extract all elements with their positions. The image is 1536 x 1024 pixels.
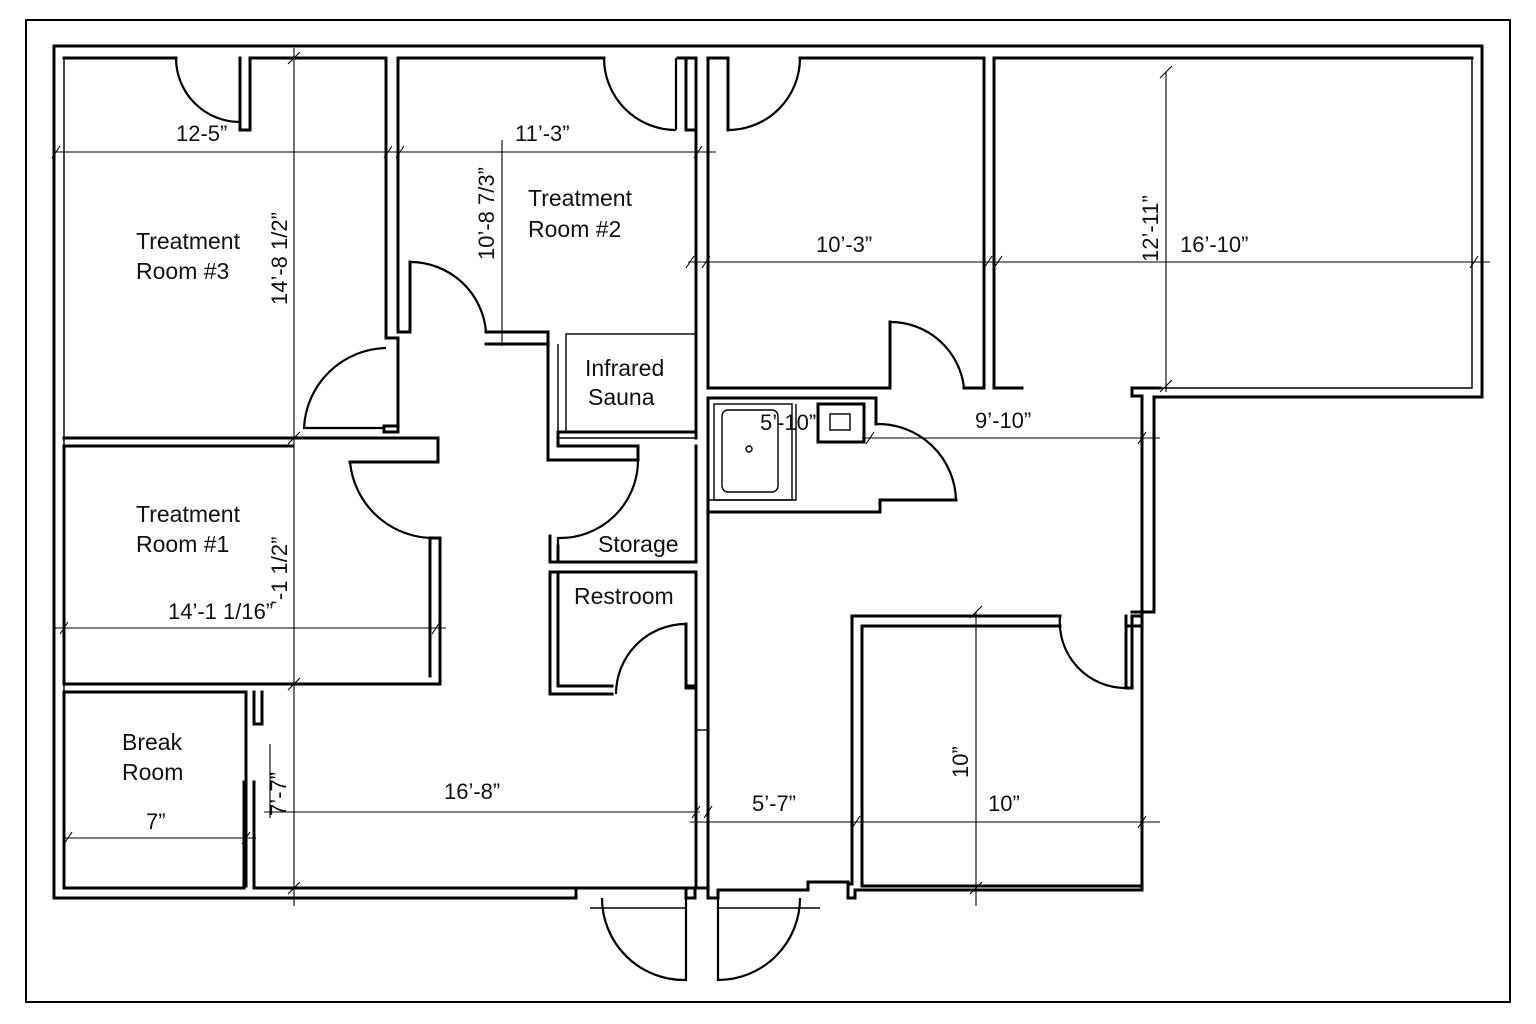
corridor-walls [694, 510, 710, 890]
room-north-east-walls [992, 45, 1474, 390]
dim-south-east-width: 10” [988, 791, 1020, 816]
dim-lobby-width: 16’-8” [444, 779, 500, 804]
dim-reception-width: 9’-10” [975, 408, 1031, 433]
dim-north-center-width: 10’-3” [816, 232, 872, 257]
room-break-walls [62, 690, 578, 890]
label-storage: Storage [598, 531, 679, 557]
dim-treatment-3-width: 12-5” [176, 121, 227, 146]
room-treatment-3-walls [62, 56, 440, 464]
room-north-center-walls [706, 56, 986, 390]
door-swings [174, 57, 1127, 982]
dim-treatment-3-height: 14’-8 1/2” [267, 212, 292, 305]
dim-treatment-1-height: ’-1 1/2” [267, 537, 292, 605]
dim-break-room-height: 7’-7” [266, 772, 291, 816]
room-treatment-1-walls [62, 444, 442, 888]
dimension-ticks [51, 51, 1479, 895]
room-storage-restroom-walls [548, 444, 698, 732]
label-break-room-line1: Break [122, 729, 183, 755]
dim-break-room-width: 7” [146, 809, 166, 834]
label-infrared-sauna-line2: Sauna [588, 384, 655, 410]
dim-entry-width: 5’-7” [752, 791, 796, 816]
dim-treatment-2-height: 10’-8 7/3” [474, 167, 499, 260]
dim-treatment-1-width: 14’-1 1/16” [168, 599, 273, 624]
sheet-border [25, 19, 1511, 1003]
room-labels: Treatment Room #3 Treatment Room #2 Trea… [122, 185, 679, 785]
dim-treatment-2-width: 11’-3” [515, 121, 570, 146]
label-treatment-room-1-line2: Room #1 [136, 531, 229, 557]
label-treatment-room-2-line1: Treatment [528, 185, 633, 211]
label-infrared-sauna-line1: Infrared [585, 355, 664, 381]
label-treatment-room-1-line1: Treatment [136, 501, 241, 527]
room-kitchenette [706, 396, 958, 514]
dim-kitchenette-width: 5’-10” [760, 410, 816, 435]
dim-north-east-width: 16’-10” [1180, 232, 1248, 257]
label-treatment-room-3-line2: Room #3 [136, 258, 229, 284]
room-south-east-walls [846, 386, 1144, 888]
dimension-lines [54, 48, 1490, 906]
label-treatment-room-2-line2: Room #2 [528, 216, 621, 242]
dimension-labels: 12-5” 14’-8 1/2” 11’-3” 10’-8 7/3” 10’-3… [146, 121, 1248, 834]
label-treatment-room-3-line1: Treatment [136, 228, 241, 254]
dim-south-east-height: 10” [948, 746, 973, 778]
dim-north-east-height: 12’-11” [1138, 195, 1163, 262]
room-infrared-sauna [557, 333, 697, 439]
label-break-room-line2: Room [122, 759, 183, 785]
label-restroom: Restroom [574, 583, 674, 609]
exterior-walls [52, 44, 1484, 900]
